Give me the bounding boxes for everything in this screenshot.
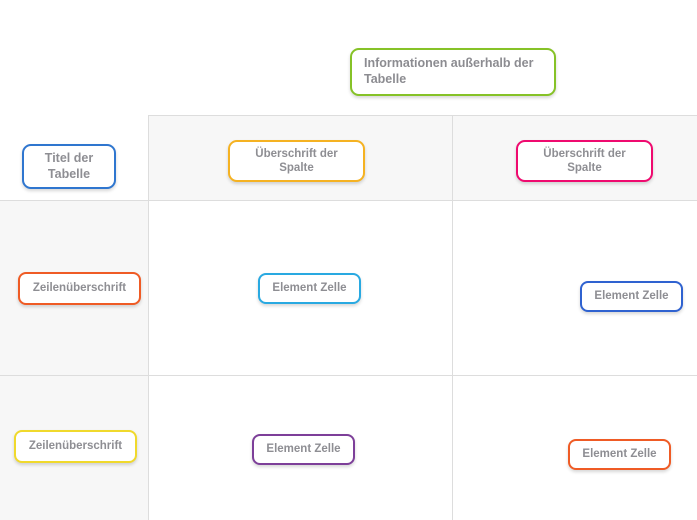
grid-line-row-divider [0, 375, 697, 376]
outside-table-info-box[interactable]: Informationen außerhalb der Tabelle [350, 48, 556, 96]
table-cell-box-r1c1[interactable]: Element Zelle [258, 273, 361, 304]
row-header-box-1[interactable]: Zeilenüberschrift [18, 272, 141, 305]
grid-line-header-bottom [0, 200, 697, 201]
column-header-box-2[interactable]: Überschrift der Spalte [516, 140, 653, 182]
grid-line-header-top [148, 115, 697, 116]
grid-line-column-divider-2 [452, 115, 453, 520]
table-cell-box-r2c1[interactable]: Element Zelle [252, 434, 355, 465]
table-cell-box-r1c2[interactable]: Element Zelle [580, 281, 683, 312]
table-body-background [148, 200, 697, 520]
row-header-box-2[interactable]: Zeilenüberschrift [14, 430, 137, 463]
table-title-box[interactable]: Titel der Tabelle [22, 144, 116, 189]
column-header-box-1[interactable]: Überschrift der Spalte [228, 140, 365, 182]
table-cell-box-r2c2[interactable]: Element Zelle [568, 439, 671, 470]
grid-line-column-divider-1 [148, 115, 149, 520]
